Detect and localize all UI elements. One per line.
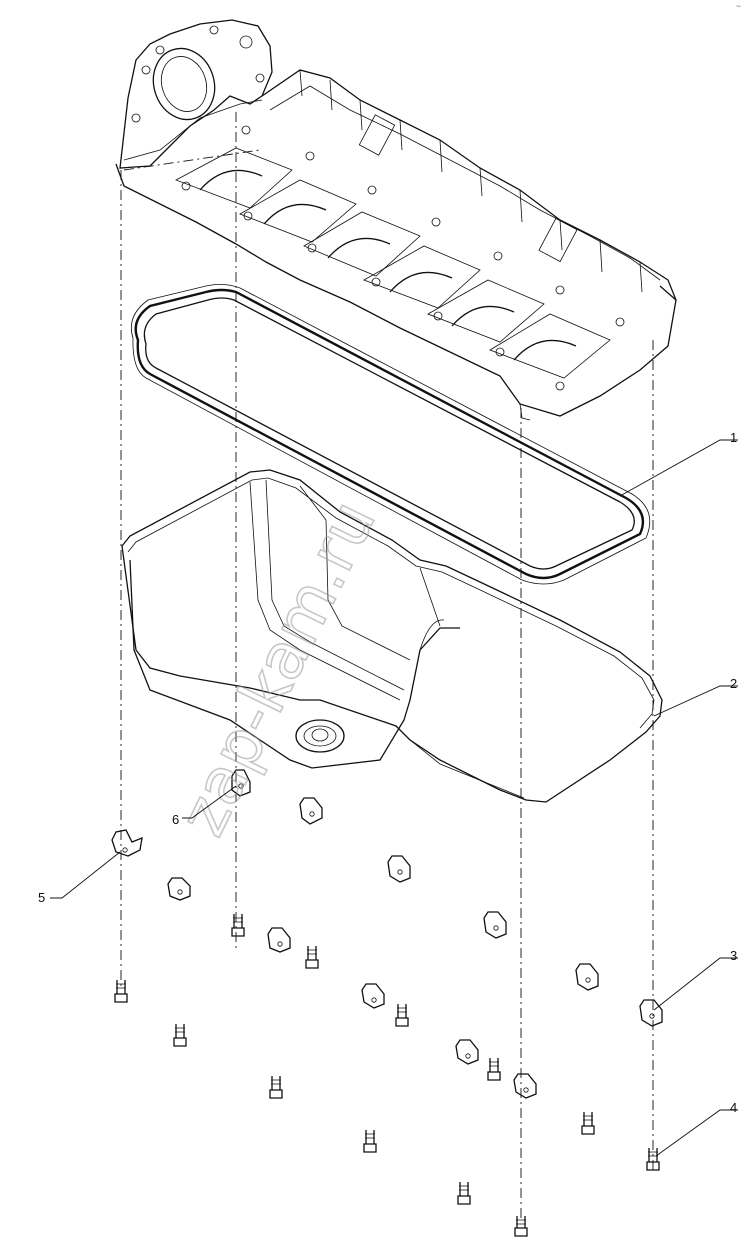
corner-mark: ~: [736, 2, 741, 11]
callout-5: 5: [38, 890, 45, 905]
callout-2: 2: [730, 676, 737, 691]
callout-leaders: [50, 439, 738, 1157]
callout-6: 6: [172, 812, 179, 827]
callout-4: 4: [730, 1100, 737, 1115]
mounting-clips: [111, 769, 663, 1099]
flange-bolts: [114, 914, 660, 1237]
watermark-text: zap-kam.ru: [166, 490, 391, 847]
oil-pan-gasket: [130, 284, 651, 585]
callout-3: 3: [730, 948, 737, 963]
assembly-centerlines: [120, 170, 654, 1220]
engine-block: [115, 19, 677, 421]
callout-1: 1: [730, 430, 737, 445]
assembly-hidden-lines: [123, 112, 261, 950]
